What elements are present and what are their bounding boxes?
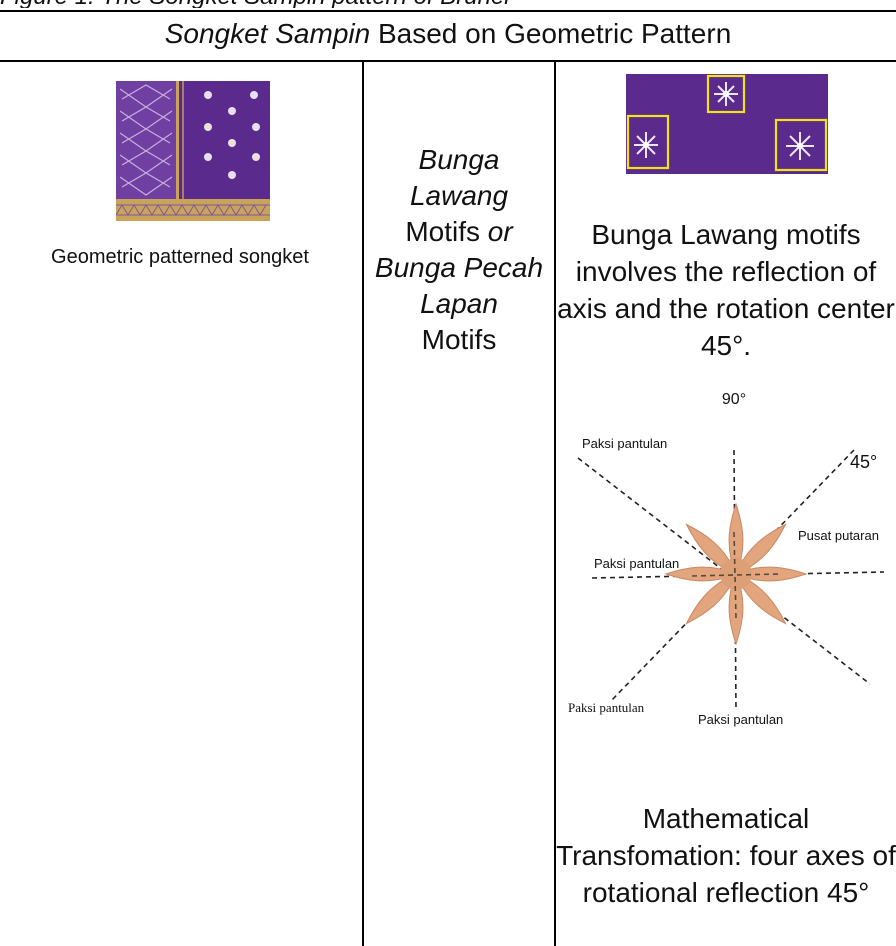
header-text: Based on Geometric Pattern [370,18,732,49]
label-pusat-putaran: Pusat putaran [798,528,879,543]
column-divider-1 [362,61,364,946]
photo-caption: Geometric patterned songket [51,246,309,268]
label-45-degree: 45° [850,452,877,472]
column-transformation: Bunga Lawang motifs involves the reflect… [556,62,896,946]
reflection-axes-diagram: 90° 45° Paksi pantulan Paksi pantulan Pu… [568,391,885,727]
motif-line-3-plain: Motifs [405,216,488,247]
column-songket-image: Geometric patterned songket [0,62,362,946]
motif-line-4: Bunga Pecah [374,252,544,283]
table-header: Songket Sampin Based on Geometric Patter… [0,12,896,56]
header-italic: Songket Sampin [164,18,371,49]
table-top-border [0,10,896,12]
motif-line-5: Lapan [420,288,498,319]
motif-line-3-italic: or [487,216,513,247]
motif-closeup-photo [626,74,828,174]
motif-line-6: Motifs [421,324,497,355]
math-transformation-text: Mathematical Transfomation: four axes of… [556,803,896,908]
motif-line-3: Motifs or [364,214,554,250]
label-90-degree: 90° [722,391,746,408]
column-divider-2 [554,61,556,946]
label-paksi-bottom-mid: Paksi pantulan [698,712,783,727]
header-bottom-border [0,60,896,62]
label-paksi-bottom-left: Paksi pantulan [568,700,645,715]
motif-description: Bunga Lawang motifs involves the reflect… [557,219,895,361]
column-motif-name: Bunga Lawang Motifs or Bunga Pecah Lapan… [364,62,554,946]
songket-photo [116,81,270,221]
top-caption: Figure 1: The Songket Sampin pattern of … [0,0,896,8]
motif-line-1: Bunga [418,144,500,175]
bunga-lawang-flower-icon [664,502,808,646]
label-paksi-mid-left: Paksi pantulan [594,556,679,571]
motif-line-2: Lawang [409,180,509,211]
motif-name: Bunga Lawang Motifs or Bunga Pecah Lapan… [364,142,554,358]
label-paksi-top-left: Paksi pantulan [582,436,667,451]
